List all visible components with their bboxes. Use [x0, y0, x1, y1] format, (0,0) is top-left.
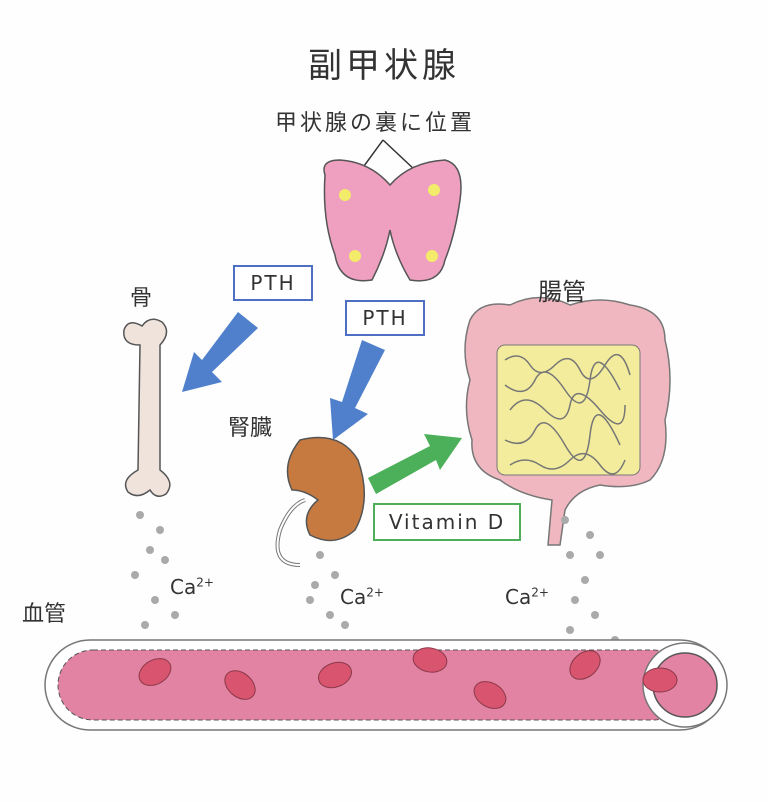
calcium-dot	[326, 611, 334, 619]
calcium-dot	[171, 611, 179, 619]
subtitle-location: 甲状腺の裏に位置	[275, 111, 476, 136]
calcium-dot	[141, 621, 149, 629]
bone	[123, 318, 171, 497]
calcium-charge: 2+	[366, 585, 384, 600]
parathyroid-spot	[426, 250, 438, 262]
red-blood-cell	[569, 650, 601, 680]
calcium-dot	[156, 526, 164, 534]
parathyroid-spot	[428, 184, 440, 196]
calcium-dot	[306, 596, 314, 604]
arrow-to-kidney	[330, 340, 385, 440]
calcium-dot	[311, 581, 319, 589]
calcium-charge: 2+	[196, 575, 214, 590]
red-blood-cell	[412, 647, 448, 673]
parathyroid-spot	[339, 189, 351, 201]
calcium-label: Ca2+	[505, 585, 549, 609]
vitamin-d-label: Vitamin D	[373, 503, 521, 541]
thyroid-gland	[323, 159, 462, 282]
calcium-base: Ca	[505, 585, 532, 609]
calcium-dot	[586, 531, 594, 539]
calcium-dot	[571, 596, 579, 604]
calcium-dot	[146, 546, 154, 554]
pth-label-kidney: PTH	[345, 300, 425, 336]
calcium-dot	[316, 551, 324, 559]
intestine-label: 腸管	[538, 278, 586, 306]
calcium-dot	[331, 571, 339, 579]
red-blood-cell	[224, 670, 256, 700]
calcium-dot	[151, 596, 159, 604]
pth-label-bone: PTH	[233, 265, 313, 301]
kidney-label: 腎臓	[228, 416, 273, 441]
red-blood-cell	[642, 667, 678, 693]
page-title: 副甲状腺	[308, 46, 460, 86]
calcium-dot	[161, 556, 169, 564]
calcium-label: Ca2+	[340, 585, 384, 609]
red-blood-cell	[318, 661, 352, 689]
blood-vessel	[44, 639, 728, 731]
calcium-dot	[131, 571, 139, 579]
intestine	[464, 296, 671, 546]
calcium-dot	[136, 511, 144, 519]
parathyroid-spot	[349, 250, 361, 262]
calcium-charge: 2+	[531, 585, 549, 600]
calcium-dot	[566, 551, 574, 559]
calcium-dot	[596, 551, 604, 559]
calcium-dot	[341, 621, 349, 629]
red-blood-cell	[138, 658, 172, 686]
calcium-label: Ca2+	[170, 575, 214, 599]
vitamin-d-arrow	[368, 434, 462, 494]
calcium-dot	[566, 626, 574, 634]
calcium-dot	[581, 576, 589, 584]
kidney	[275, 436, 366, 567]
red-blood-cell	[473, 681, 507, 709]
vessel-label: 血管	[22, 602, 67, 627]
calcium-base: Ca	[340, 585, 367, 609]
pth-arrows	[182, 312, 385, 440]
calcium-dot	[591, 611, 599, 619]
calcium-base: Ca	[170, 575, 197, 599]
bone-label: 骨	[130, 286, 153, 311]
calcium-dot	[561, 516, 569, 524]
arrow-to-bone	[182, 312, 258, 392]
